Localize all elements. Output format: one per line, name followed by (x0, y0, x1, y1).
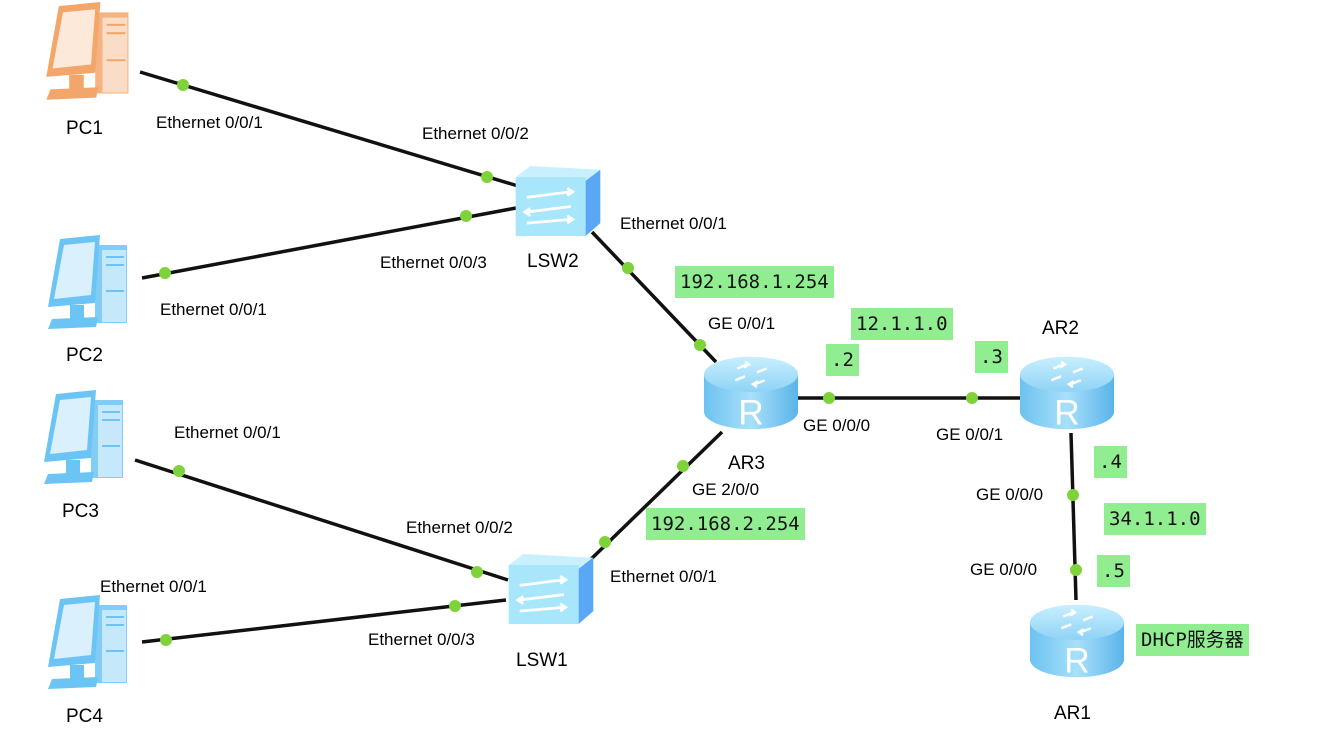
port-label-pc3: Ethernet 0/0/1 (174, 423, 281, 442)
port-label-ar3-g200: GE 2/0/0 (692, 480, 760, 499)
pc2-icon[interactable] (46, 235, 129, 331)
lsw1-switch-icon[interactable] (507, 552, 595, 626)
note-ar3-g001-ip: 192.168.1.254 (675, 266, 834, 298)
pc2-label: PC2 (66, 345, 103, 366)
pc1-label: PC1 (66, 118, 103, 139)
port-label-lsw1-e002: Ethernet 0/0/2 (406, 518, 513, 537)
port-dot (160, 634, 172, 646)
port-dot (173, 465, 185, 477)
port-label-lsw2-e001: Ethernet 0/0/1 (620, 214, 727, 233)
link-lsw2-ar3[interactable] (590, 230, 718, 364)
port-dot (177, 79, 189, 91)
port-label-lsw1-e003: Ethernet 0/0/3 (368, 630, 475, 649)
pc3-label: PC3 (62, 501, 99, 522)
port-label-lsw2-e003: Ethernet 0/0/3 (380, 253, 487, 272)
port-label-lsw1-e001: Ethernet 0/0/1 (610, 567, 717, 586)
note-ar3-host: .2 (826, 344, 859, 376)
port-dots (159, 79, 1082, 646)
pc1-icon[interactable] (45, 2, 130, 101)
port-dot (449, 600, 461, 612)
note-ar1-host: .5 (1097, 555, 1130, 587)
ar3-label: AR3 (728, 453, 765, 474)
port-dot (460, 210, 472, 222)
link-pc3-lsw1[interactable] (134, 458, 509, 582)
link-pc2-lsw2[interactable] (141, 206, 517, 280)
ar1-label: AR1 (1054, 703, 1091, 724)
port-dot (622, 262, 634, 274)
port-dot (1070, 564, 1082, 576)
port-label-ar2-g001: GE 0/0/1 (936, 425, 1004, 444)
port-dot (159, 267, 171, 279)
lsw1-label: LSW1 (516, 650, 568, 671)
note-net-ar2-ar1: 34.1.1.0 (1104, 503, 1206, 535)
port-label-ar3-g001: GE 0/0/1 (708, 314, 776, 333)
link-pc4-lsw1[interactable] (141, 598, 507, 644)
note-net-ar3-ar2: 12.1.1.0 (851, 308, 953, 340)
pc4-label: PC4 (66, 706, 103, 727)
ar2-label: AR2 (1042, 318, 1079, 339)
port-label-ar2-g000: GE 0/0/0 (976, 485, 1044, 504)
link-pc1-lsw2[interactable] (139, 70, 519, 188)
port-dot (694, 339, 706, 351)
port-label-lsw2-e002: Ethernet 0/0/2 (422, 124, 529, 143)
note-ar2-host-w: .3 (975, 341, 1008, 373)
ar2-router-icon[interactable] (1018, 355, 1116, 434)
note-ar1-role: DHCP服务器 (1136, 624, 1249, 656)
port-dot (599, 536, 611, 548)
pc4-icon[interactable] (46, 595, 129, 691)
port-label-pc1: Ethernet 0/0/1 (156, 113, 263, 132)
port-dot (823, 392, 835, 404)
port-dot (966, 392, 978, 404)
port-dot (481, 171, 493, 183)
port-label-ar1-g000: GE 0/0/0 (970, 560, 1038, 579)
ar3-router-icon[interactable] (702, 355, 800, 434)
ar1-router-icon[interactable] (1028, 603, 1126, 682)
lsw2-switch-icon[interactable] (514, 164, 602, 238)
pc3-icon[interactable] (42, 390, 125, 486)
port-label-pc2: Ethernet 0/0/1 (160, 300, 267, 319)
port-label-ar3-g000: GE 0/0/0 (803, 416, 871, 435)
note-ar3-g200-ip: 192.168.2.254 (646, 508, 805, 540)
note-ar2-host-s: .4 (1094, 446, 1127, 478)
port-dot (1067, 489, 1079, 501)
port-dot (471, 566, 483, 578)
lsw2-label: LSW2 (527, 251, 579, 272)
port-dot (677, 460, 689, 472)
links (134, 70, 1078, 644)
port-label-pc4: Ethernet 0/0/1 (100, 577, 207, 596)
